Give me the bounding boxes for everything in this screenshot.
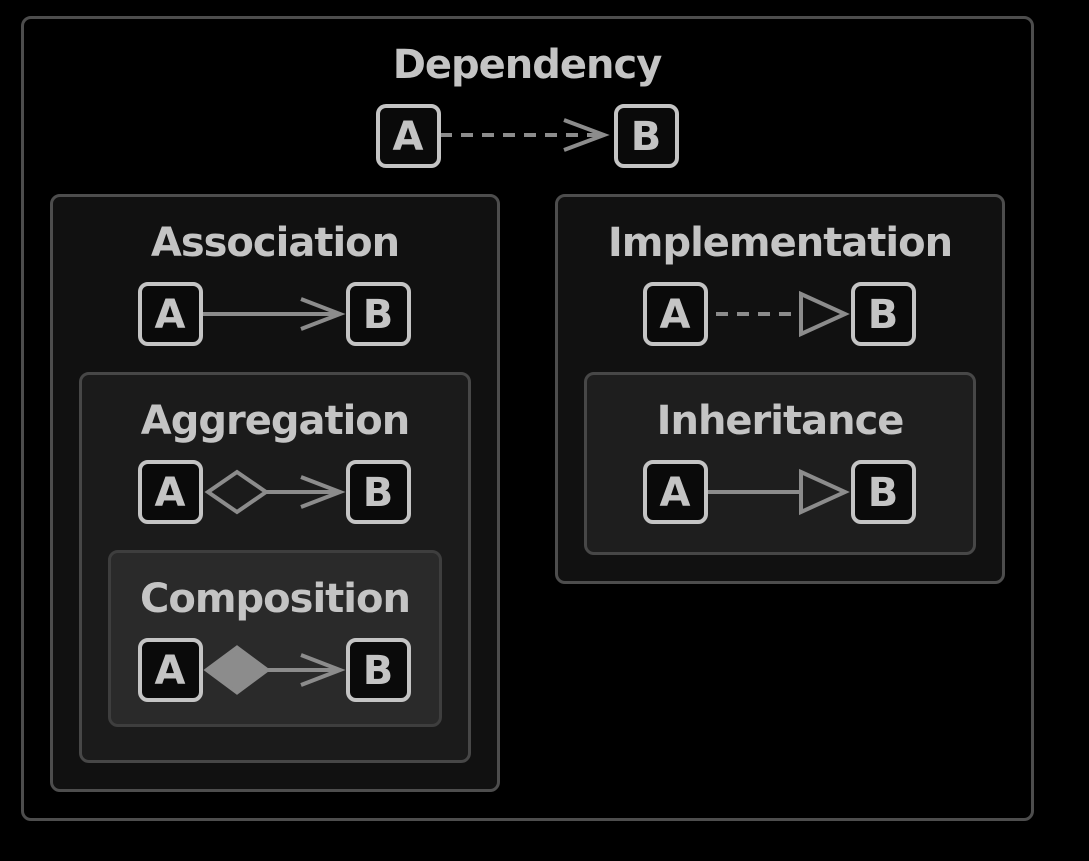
node-a: A <box>138 460 203 524</box>
inheritance-title: Inheritance <box>656 398 905 444</box>
node-b: B <box>346 282 411 346</box>
node-b-label: B <box>363 292 394 338</box>
node-b-label: B <box>363 470 394 516</box>
node-b: B <box>614 104 679 168</box>
implementation-relation: A B <box>643 282 916 346</box>
hollow-triangle-icon <box>799 290 850 338</box>
hollow-diamond-icon <box>204 469 270 515</box>
node-b: B <box>851 460 916 524</box>
inheritance-relation: A B <box>643 460 916 524</box>
implementation-title: Implementation <box>607 220 953 266</box>
association-title: Association <box>150 220 400 266</box>
composition-relation: A B <box>138 638 411 702</box>
node-b: B <box>346 638 411 702</box>
composition-title: Composition <box>140 576 411 622</box>
open-arrowhead-icon <box>563 118 610 152</box>
dependency-title: Dependency <box>392 42 663 88</box>
dependency-relation: A B <box>376 104 679 168</box>
open-arrowhead-icon <box>300 475 346 509</box>
node-a: A <box>643 460 708 524</box>
node-a: A <box>138 638 203 702</box>
node-a-label: A <box>660 470 691 516</box>
node-b-label: B <box>868 292 899 338</box>
hollow-triangle-icon <box>799 468 850 516</box>
node-a-label: A <box>155 292 186 338</box>
filled-diamond-icon <box>203 645 271 695</box>
node-a: A <box>376 104 441 168</box>
aggregation-title: Aggregation <box>140 398 411 444</box>
node-a: A <box>138 282 203 346</box>
open-arrowhead-icon <box>300 653 346 687</box>
open-arrowhead-icon <box>300 297 346 331</box>
aggregation-relation: A B <box>138 460 411 524</box>
node-a-label: A <box>393 114 424 160</box>
node-b-label: B <box>631 114 662 160</box>
association-relation: A B <box>138 282 411 346</box>
node-a-label: A <box>155 470 186 516</box>
node-a-label: A <box>155 648 186 694</box>
node-b: B <box>851 282 916 346</box>
node-a: A <box>643 282 708 346</box>
node-b-label: B <box>868 470 899 516</box>
node-b: B <box>346 460 411 524</box>
node-b-label: B <box>363 648 394 694</box>
node-a-label: A <box>660 292 691 338</box>
